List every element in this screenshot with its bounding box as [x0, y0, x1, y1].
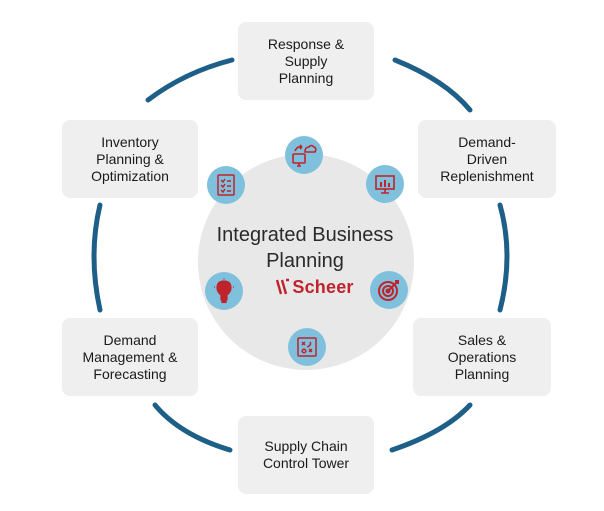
ring-arc-left — [91, 202, 103, 313]
scheer-logo-icon — [276, 278, 290, 295]
node-sales-operations-planning: Sales & Operations Planning — [413, 318, 551, 396]
node-demand-driven-replenishment: Demand- Driven Replenishment — [418, 120, 556, 198]
node-demand-management-forecasting: Demand Management & Forecasting — [62, 318, 198, 396]
target-icon — [370, 271, 408, 309]
brand-name: Scheer — [292, 276, 354, 297]
ring-arc-bottom-right — [389, 402, 473, 453]
ring-arc-top-left — [145, 57, 235, 103]
node-inventory-planning-optimization: Inventory Planning & Optimization — [62, 120, 198, 198]
lightbulb-icon — [205, 272, 243, 310]
strategy-board-icon — [288, 328, 326, 366]
brand-logo: Scheer — [270, 275, 360, 299]
center-circle — [198, 154, 414, 370]
cloud-sync-monitor-icon — [285, 136, 323, 174]
node-supply-chain-control-tower: Supply Chain Control Tower — [238, 416, 374, 494]
ring-arc-top-right — [392, 57, 473, 113]
ring-arc-right — [497, 202, 510, 313]
center-title: Integrated Business Planning — [216, 224, 394, 272]
ring-arc-bottom-left — [152, 402, 233, 453]
presentation-chart-icon — [366, 165, 404, 203]
checklist-icon — [207, 166, 245, 204]
node-response-supply-planning: Response & Supply Planning — [238, 22, 374, 100]
